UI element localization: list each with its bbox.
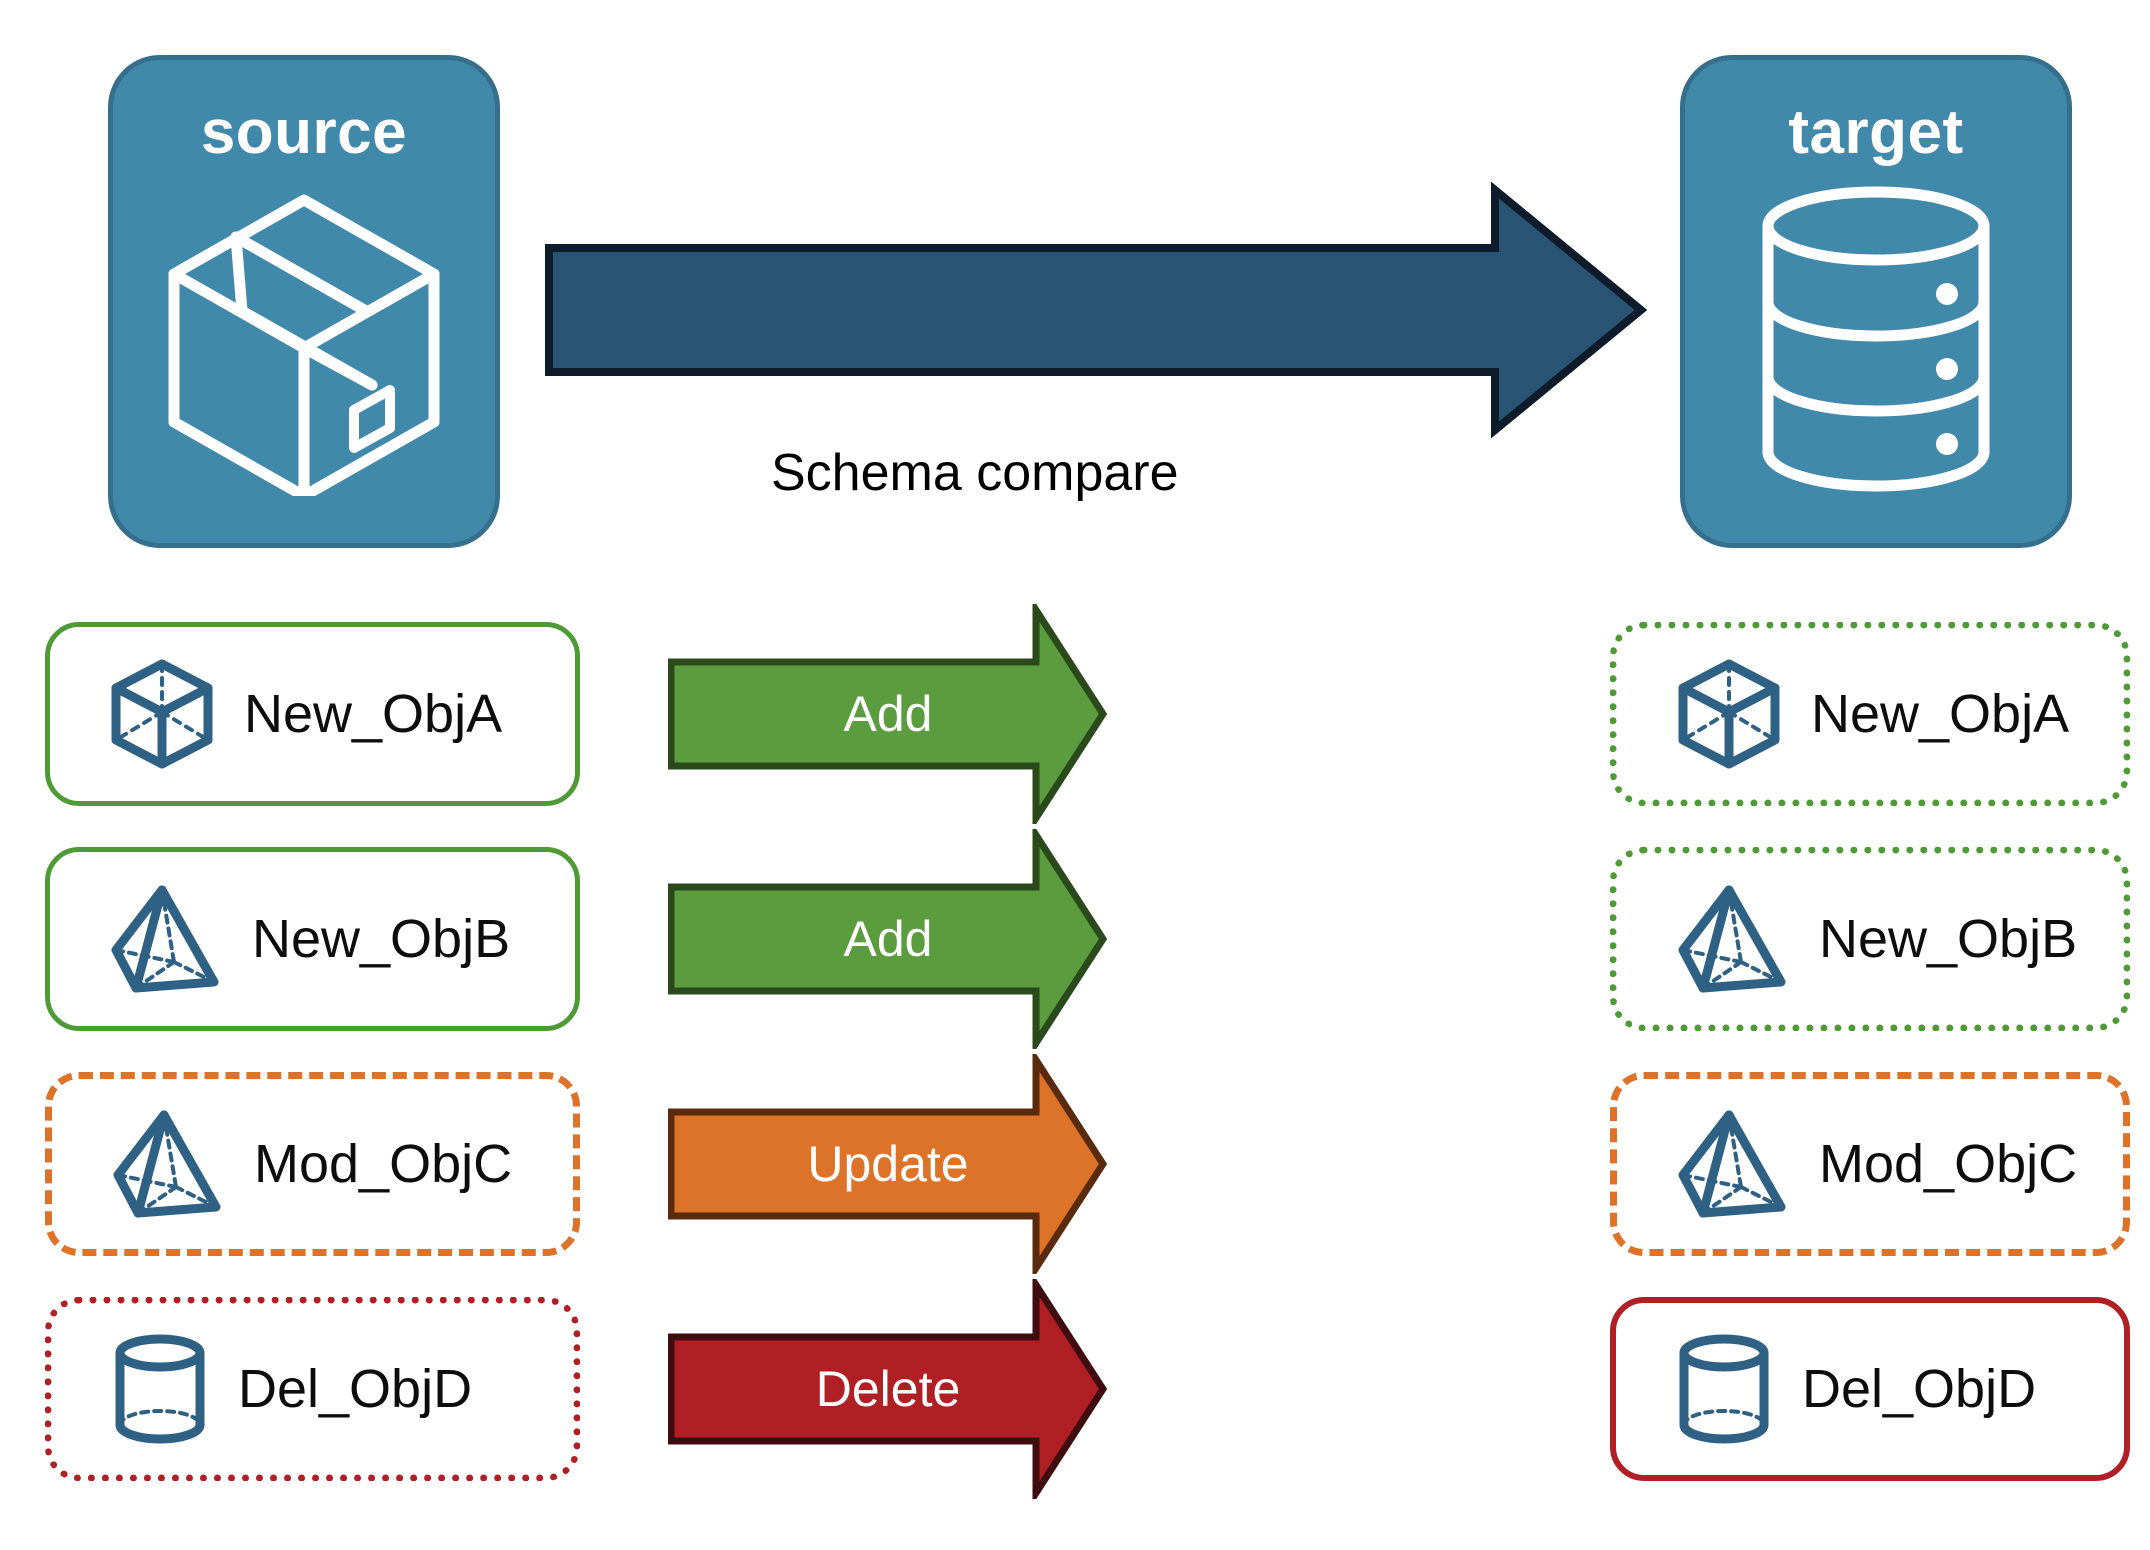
- pyramid-wireframe-icon: [1677, 1109, 1789, 1219]
- target-panel-title: target: [1788, 98, 1964, 167]
- cylinder-wireframe-icon: [112, 1333, 208, 1445]
- source-object-box[interactable]: Del_ObjD: [45, 1297, 580, 1481]
- cylinder-wireframe-icon: [1676, 1333, 1772, 1445]
- schema-compare-arrow[interactable]: Schema compare: [545, 181, 1648, 502]
- source-object-label: Del_ObjD: [238, 1359, 473, 1419]
- target-object-box[interactable]: New_ObjA: [1610, 622, 2130, 806]
- update-arrow[interactable]: Update: [667, 1048, 1108, 1280]
- source-object-box[interactable]: New_ObjB: [45, 847, 580, 1031]
- target-object-label: Del_ObjD: [1802, 1359, 2037, 1419]
- delete-arrow[interactable]: Delete: [667, 1273, 1108, 1505]
- package-box-icon: [158, 186, 450, 502]
- pyramid-wireframe-icon: [112, 1109, 224, 1219]
- source-object-box[interactable]: New_ObjA: [45, 622, 580, 806]
- cube-wireframe-icon: [1677, 658, 1781, 770]
- source-panel[interactable]: source: [108, 55, 500, 548]
- target-panel[interactable]: target: [1680, 55, 2072, 548]
- target-object-box[interactable]: Del_ObjD: [1610, 1297, 2130, 1481]
- cube-wireframe-icon: [110, 658, 214, 770]
- source-object-label: New_ObjA: [244, 684, 503, 744]
- target-object-box[interactable]: Mod_ObjC: [1610, 1072, 2130, 1256]
- pyramid-wireframe-icon: [1677, 884, 1789, 994]
- source-object-label: New_ObjB: [252, 909, 511, 969]
- source-object-label: Mod_ObjC: [254, 1134, 513, 1194]
- add-arrow[interactable]: Add: [667, 598, 1108, 830]
- schema-compare-arrow-label: Schema compare: [771, 444, 1179, 502]
- database-cylinder-icon: [1756, 186, 1996, 497]
- target-object-label: New_ObjA: [1811, 684, 2070, 744]
- source-object-box[interactable]: Mod_ObjC: [45, 1072, 580, 1256]
- target-object-label: Mod_ObjC: [1819, 1134, 2078, 1194]
- pyramid-wireframe-icon: [110, 884, 222, 994]
- target-object-label: New_ObjB: [1819, 909, 2078, 969]
- add-arrow[interactable]: Add: [667, 823, 1108, 1055]
- target-object-box[interactable]: New_ObjB: [1610, 847, 2130, 1031]
- source-panel-title: source: [200, 98, 408, 167]
